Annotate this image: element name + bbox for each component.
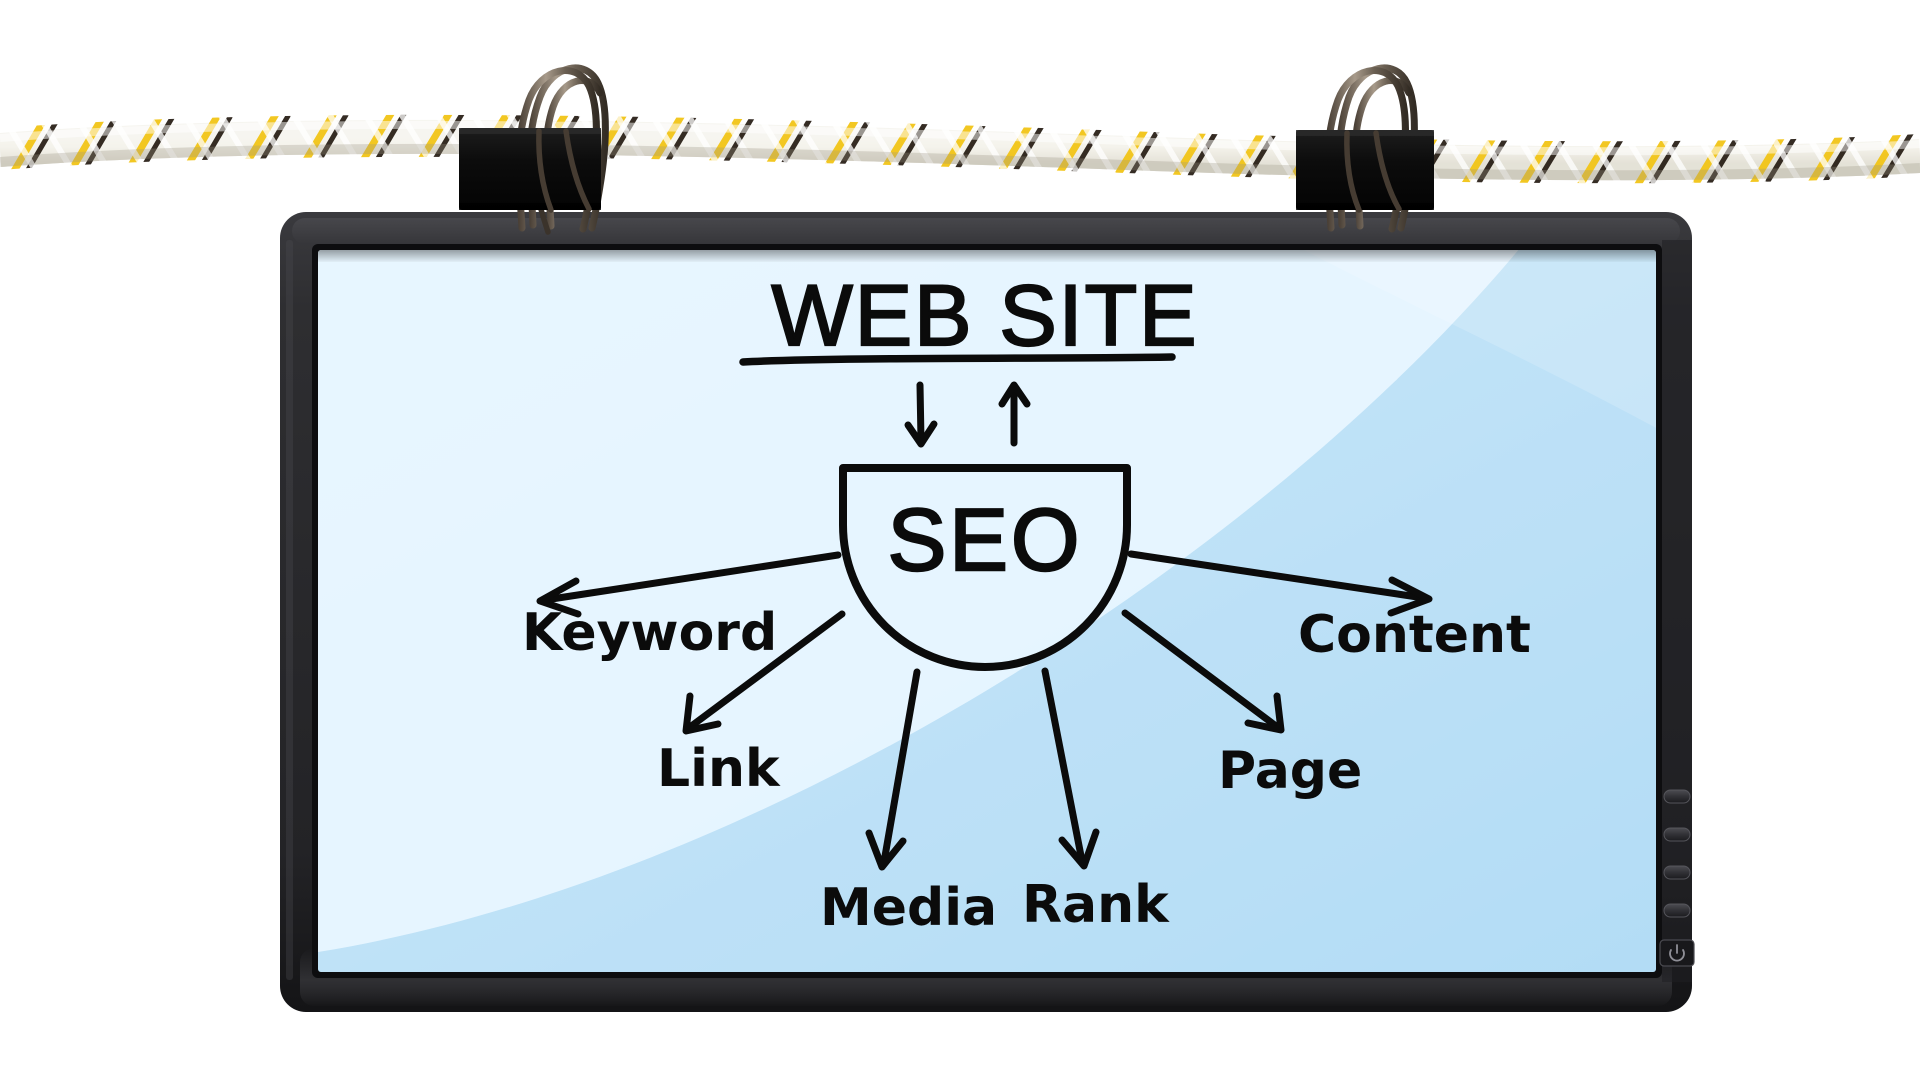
bezel-button-2[interactable] — [1663, 827, 1691, 842]
bezel-button-3[interactable] — [1663, 865, 1691, 880]
title-underline — [739, 353, 1176, 366]
binder-clip-left — [459, 64, 609, 235]
branch-arrow-content — [1127, 550, 1433, 617]
binder-clip-left-body — [459, 128, 601, 210]
screen-gloss — [318, 250, 1656, 972]
branch-arrow-link — [682, 610, 846, 735]
power-button[interactable] — [1659, 939, 1695, 967]
seo-node-label: SEO — [888, 490, 1083, 589]
seo-mindmap: WEB SITE SEO — [522, 267, 1531, 938]
binder-clip-right-body — [1296, 130, 1434, 210]
branch-label-page: Page — [1218, 741, 1362, 801]
branch-arrow-media — [865, 668, 921, 871]
arrow-down-to-seo — [904, 381, 938, 448]
branch-label-media: Media — [820, 878, 997, 938]
branch-label-link: Link — [657, 739, 781, 799]
bezel-button-4[interactable] — [1663, 903, 1691, 918]
rope-braid-texture — [0, 114, 1920, 184]
branch-label-keyword: Keyword — [522, 603, 777, 663]
power-icon — [1669, 944, 1685, 962]
binder-clip-right — [1296, 64, 1434, 233]
hanging-rope — [0, 114, 1920, 184]
bezel-controls[interactable] — [1659, 240, 1695, 982]
branch-arrow-page — [1121, 609, 1285, 734]
bezel-button-1[interactable] — [1663, 789, 1691, 804]
branch-arrow-keyword — [536, 551, 842, 618]
seo-node-shape — [839, 464, 1131, 671]
arrow-up-to-website — [998, 381, 1031, 447]
branch-label-rank: Rank — [1022, 875, 1170, 935]
diagram-title: WEB SITE — [772, 268, 1199, 364]
monitor-display[interactable]: WEB SITE SEO — [280, 212, 1695, 1012]
branch-label-content: Content — [1298, 605, 1531, 665]
branch-arrow-rank — [1041, 667, 1100, 870]
